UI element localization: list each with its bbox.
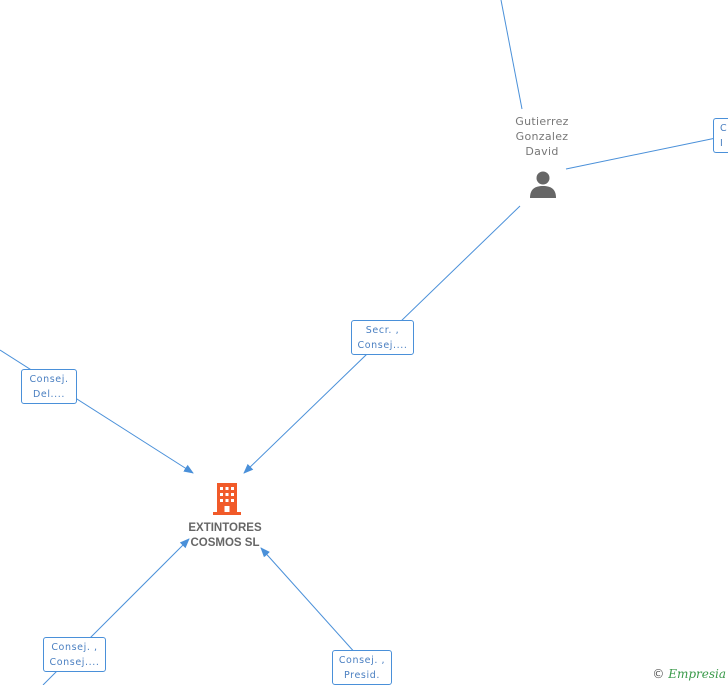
- edge-label-line: I: [720, 138, 724, 149]
- edge-label-line: Consej. ,: [51, 642, 98, 653]
- person-name-line-1: Gutierrez: [515, 115, 569, 128]
- company-building-icon[interactable]: [210, 481, 244, 517]
- edge-label-right-partial[interactable]: C I: [713, 118, 728, 153]
- edge-top-to-person: [500, 0, 523, 110]
- edge-bottom-to-company: [260, 547, 358, 656]
- edge-person-to-right: [565, 137, 717, 170]
- edge-label-consej-del[interactable]: Consej. Del....: [21, 369, 77, 404]
- watermark-brand: Empresia: [668, 667, 726, 681]
- company-name[interactable]: EXTINTORES COSMOS SL: [160, 521, 290, 551]
- person-name-line-2: Gonzalez: [515, 130, 569, 143]
- edge-label-consej-presid[interactable]: Consej. , Presid.: [332, 650, 392, 685]
- copyright-symbol: ©: [652, 667, 665, 681]
- company-name-line-2: COSMOS SL: [190, 537, 260, 549]
- edge-label-consej-consej[interactable]: Consej. , Consej....: [43, 637, 106, 672]
- edge-label-line: C: [720, 123, 728, 134]
- edge-label-line: Del....: [32, 389, 66, 400]
- person-name[interactable]: Gutierrez Gonzalez David: [497, 114, 587, 159]
- edge-label-secr-consej[interactable]: Secr. , Consej....: [351, 320, 414, 355]
- edge-label-line: Secr. ,: [365, 325, 400, 336]
- person-name-line-3: David: [525, 145, 559, 158]
- edge-label-line: Presid.: [344, 670, 380, 681]
- company-name-line-1: EXTINTORES: [188, 522, 262, 534]
- edge-label-line: Consej. ,: [338, 655, 386, 666]
- edge-label-line: Consej....: [357, 340, 408, 351]
- person-icon[interactable]: [528, 170, 558, 198]
- empresia-watermark: © Empresia: [652, 667, 726, 681]
- edge-label-line: Consej....: [49, 657, 100, 668]
- edge-label-line: Consej.: [29, 374, 69, 385]
